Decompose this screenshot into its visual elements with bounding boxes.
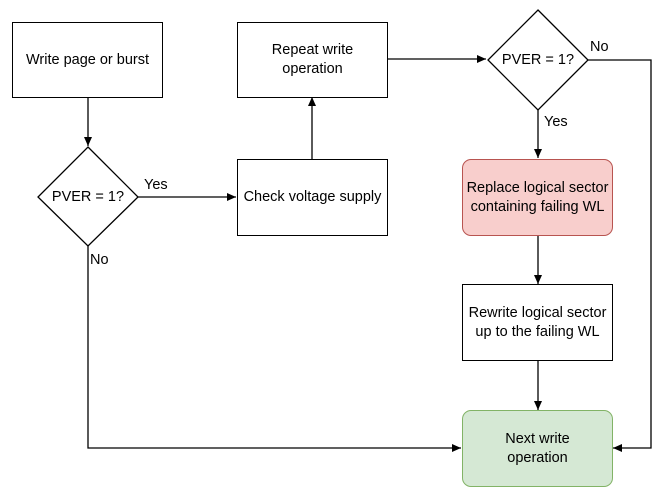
check1-label: PVER = 1?: [38, 187, 138, 207]
check2-yes-label: Yes: [544, 114, 568, 130]
write-page-node: Write page or burst: [12, 22, 163, 98]
decision-diamond-2: [487, 9, 589, 111]
check-voltage-label: Check voltage supply: [243, 189, 382, 205]
write-page-label: Write page or burst: [25, 51, 150, 68]
repeat-write-node: Repeat write operation: [237, 22, 388, 98]
repeat-write-line1: Repeat write: [271, 42, 354, 58]
replace-sector-line1: Replace logical sector: [466, 179, 609, 196]
edge-check1-no-to-next: [87, 246, 461, 452]
rewrite-sector-node: Rewrite logical sector up to the failing…: [462, 284, 613, 361]
decision-diamond-1: [37, 146, 139, 247]
rewrite-sector-line1: Rewrite logical sector: [468, 304, 607, 321]
next-write-line1: Next write: [505, 430, 570, 447]
check-voltage-node: Check voltage supply: [237, 159, 388, 236]
check1-text: PVER = 1?: [51, 189, 125, 205]
check2-label: PVER = 1?: [488, 50, 588, 70]
replace-sector-node: Replace logical sector containing failin…: [462, 159, 613, 236]
next-write-line2: operation: [507, 449, 568, 466]
check2-no-label: No: [590, 39, 609, 55]
rewrite-sector-line2: up to the failing WL: [475, 323, 600, 340]
check1-no-label: No: [90, 252, 109, 268]
edge-check2-no-to-next: [588, 59, 652, 452]
repeat-write-line2: operation: [282, 61, 343, 77]
check1-yes-label: Yes: [144, 177, 168, 193]
next-write-node: Next write operation: [462, 410, 613, 487]
check2-text: PVER = 1?: [501, 52, 575, 68]
replace-sector-line2: containing failing WL: [470, 198, 605, 215]
